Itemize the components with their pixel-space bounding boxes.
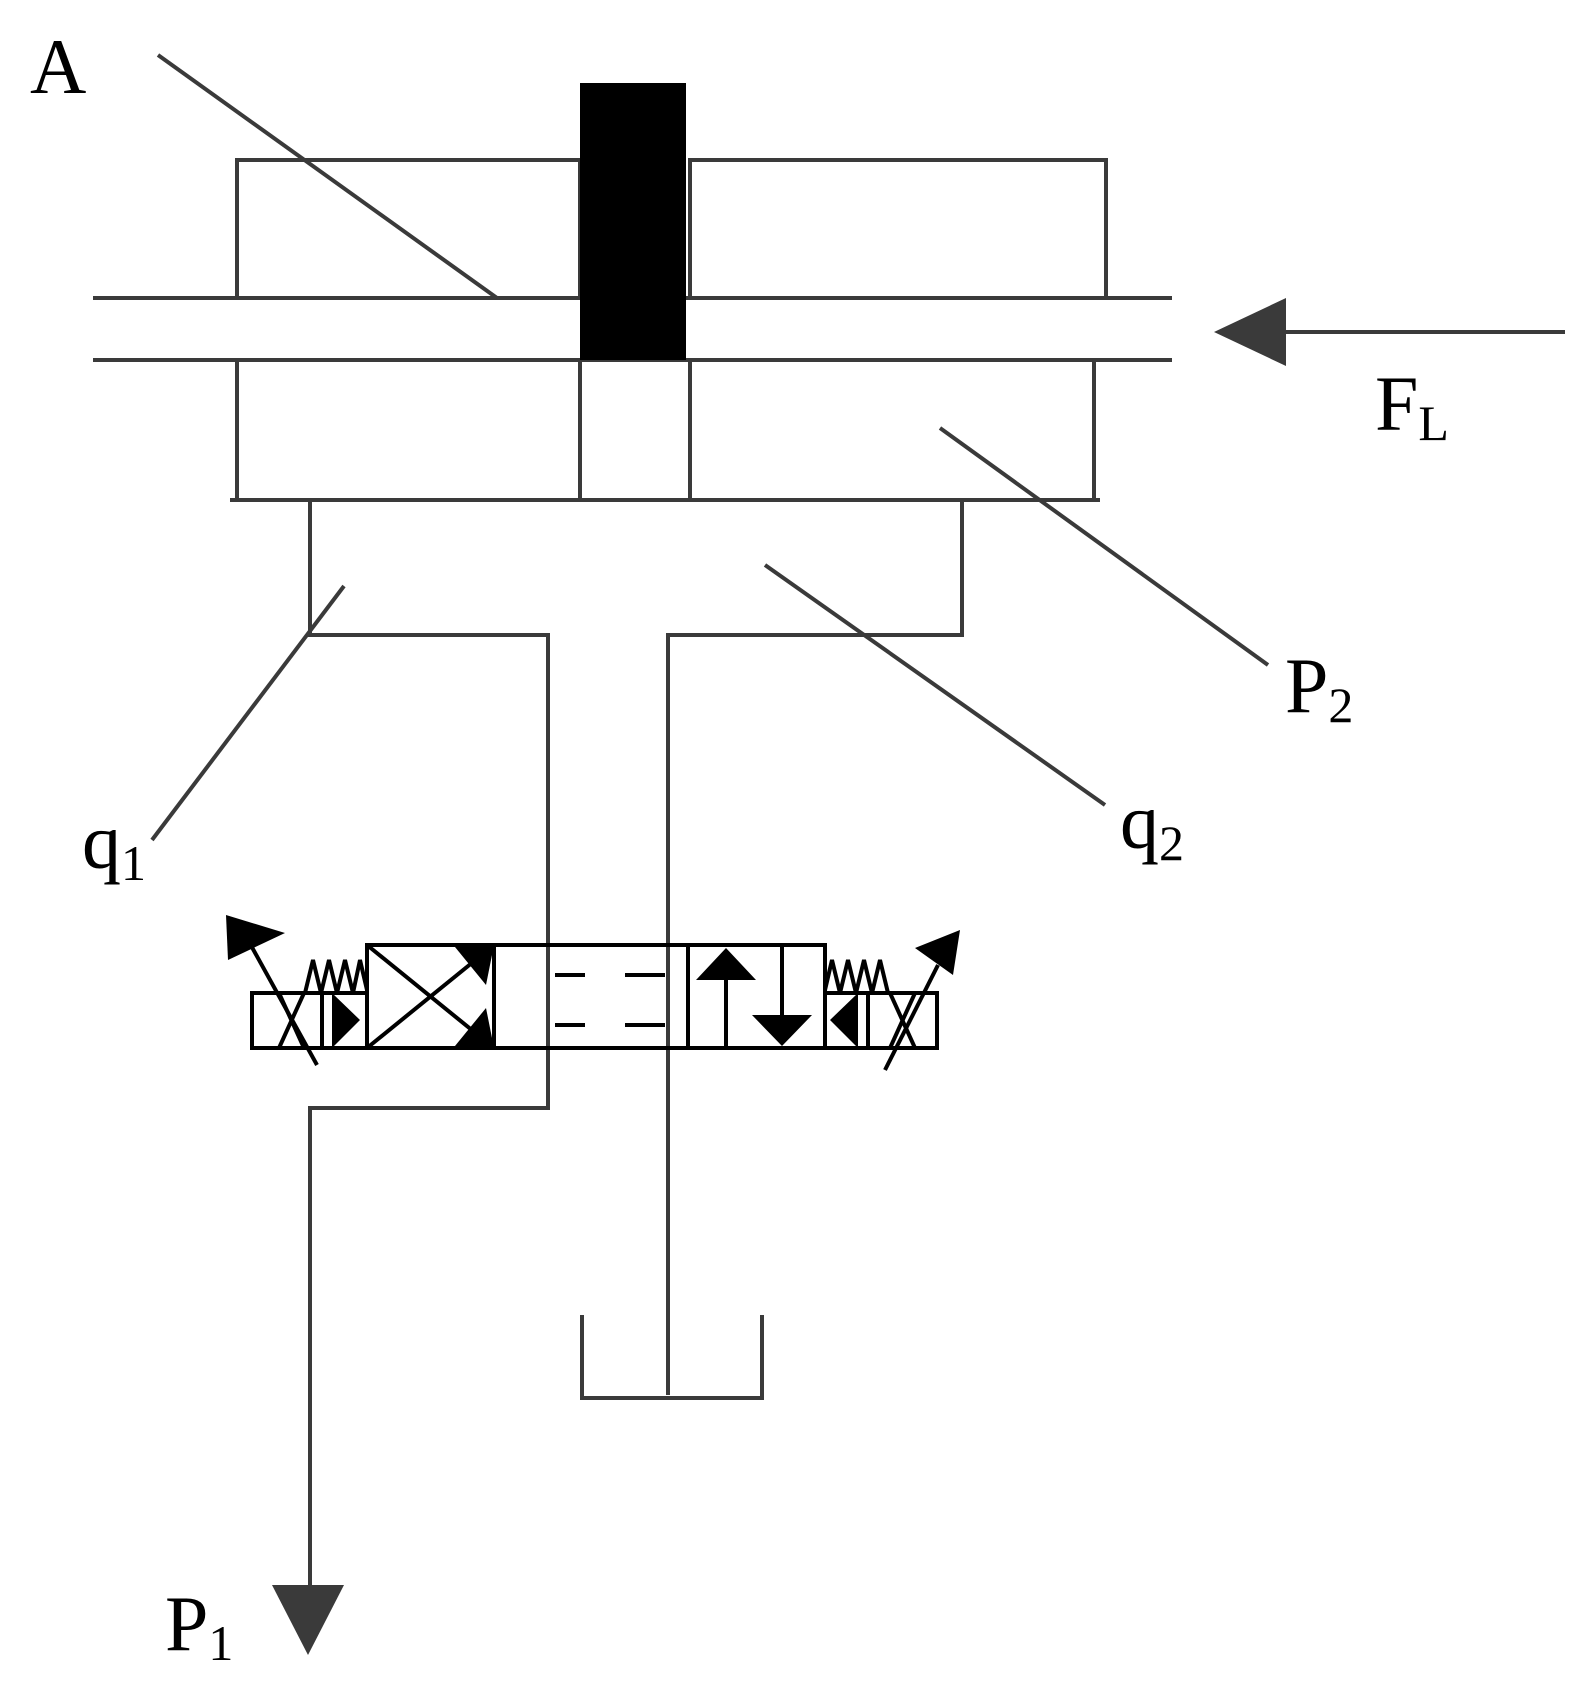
label-load-force-main: F <box>1375 360 1418 447</box>
label-pressure1-main: P <box>165 1580 208 1667</box>
label-load-force: FL <box>1375 360 1449 451</box>
piston-block <box>580 83 686 360</box>
cylinder-upper-left-wall <box>235 158 582 300</box>
valve-box-center <box>492 943 690 1050</box>
valve-actuator-right <box>823 991 939 1050</box>
cylinder-lower-left-wall <box>235 358 582 502</box>
leader-area <box>156 53 499 300</box>
load-force-arrow <box>1214 298 1565 366</box>
label-pressure2: P2 <box>1285 642 1353 733</box>
label-flow2-main: q <box>1120 778 1159 865</box>
label-flow1-sub: 1 <box>121 835 146 891</box>
label-area: A <box>30 23 86 110</box>
label-pressure2-sub: 2 <box>1328 677 1353 733</box>
leader-pressure2 <box>938 426 1270 667</box>
label-load-force-sub: L <box>1418 395 1449 451</box>
label-flow1: q1 <box>82 798 146 891</box>
label-flow2-sub: 2 <box>1159 815 1184 871</box>
label-pressure1: P1 <box>165 1580 233 1671</box>
cylinder-lower-right-wall <box>688 358 1096 502</box>
label-flow1-main: q <box>82 798 121 885</box>
label-pressure2-main: P <box>1285 642 1328 729</box>
cylinder-upper-right-wall <box>688 158 1108 300</box>
label-flow2: q2 <box>1120 778 1184 871</box>
valve-box-right-arrows <box>686 943 827 1050</box>
directional-valve <box>226 915 960 1071</box>
label-pressure1-sub: 1 <box>208 1615 233 1671</box>
leader-flow1 <box>150 584 346 842</box>
pressure1-arrow <box>272 1585 344 1655</box>
pipe-right-chamber <box>666 500 964 1395</box>
cylinder-lower-mid-wall <box>578 358 692 502</box>
leader-flow2 <box>763 563 1107 807</box>
hydraulic-pipes <box>308 500 964 1645</box>
pipe-left-chamber <box>308 500 550 1645</box>
tank-symbol <box>580 1315 764 1400</box>
